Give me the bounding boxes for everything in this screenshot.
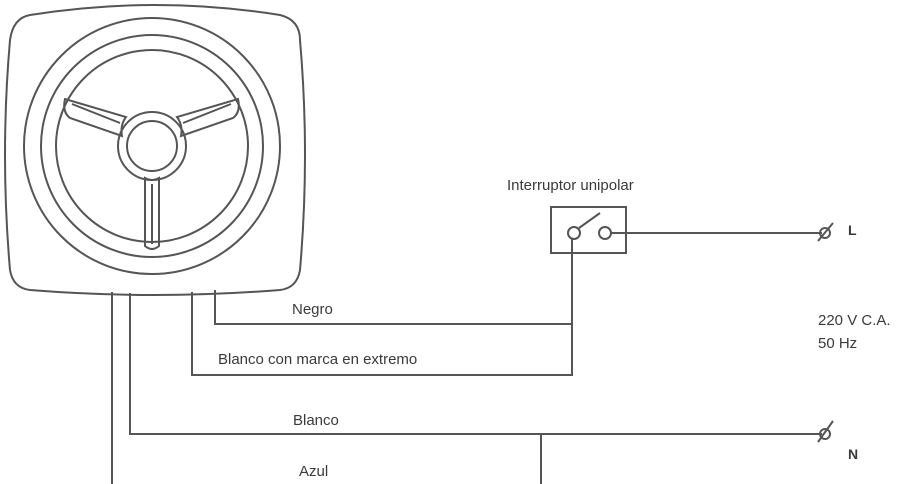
fan-inner-ring: [40, 34, 264, 258]
wire-blanco-marca: [191, 292, 573, 376]
switch-lever: [578, 212, 601, 229]
terminal-l-icon: [817, 222, 834, 242]
fan-hub: [117, 111, 187, 181]
switch-icon: [550, 206, 627, 254]
fan-icon: [4, 4, 306, 296]
wire-blanco-label: Blanco: [293, 412, 339, 429]
switch-box: [550, 206, 627, 254]
switch-contact-right: [598, 226, 612, 240]
frequency-label: 50 Hz: [818, 335, 858, 352]
voltage-label: 220 V C.A.: [818, 312, 891, 329]
wire-blanco: [129, 293, 822, 435]
switch-label: Interruptor unipolar: [507, 177, 634, 194]
wire-negro: [214, 239, 573, 325]
wire-negro-label: Negro: [292, 301, 333, 318]
switch-contact-left: [567, 226, 581, 240]
fan-housing: [4, 4, 306, 296]
fan-hub-inner: [126, 120, 178, 172]
wire-blanco-marca-label: Blanco con marca en extremo: [218, 351, 418, 368]
fan-outer-ring: [23, 17, 281, 275]
neutral-terminal-label: N: [848, 446, 859, 462]
line-terminal-label: L: [848, 222, 857, 238]
wire-azul-label: Azul: [299, 463, 329, 480]
terminal-n-icon: [817, 420, 834, 443]
